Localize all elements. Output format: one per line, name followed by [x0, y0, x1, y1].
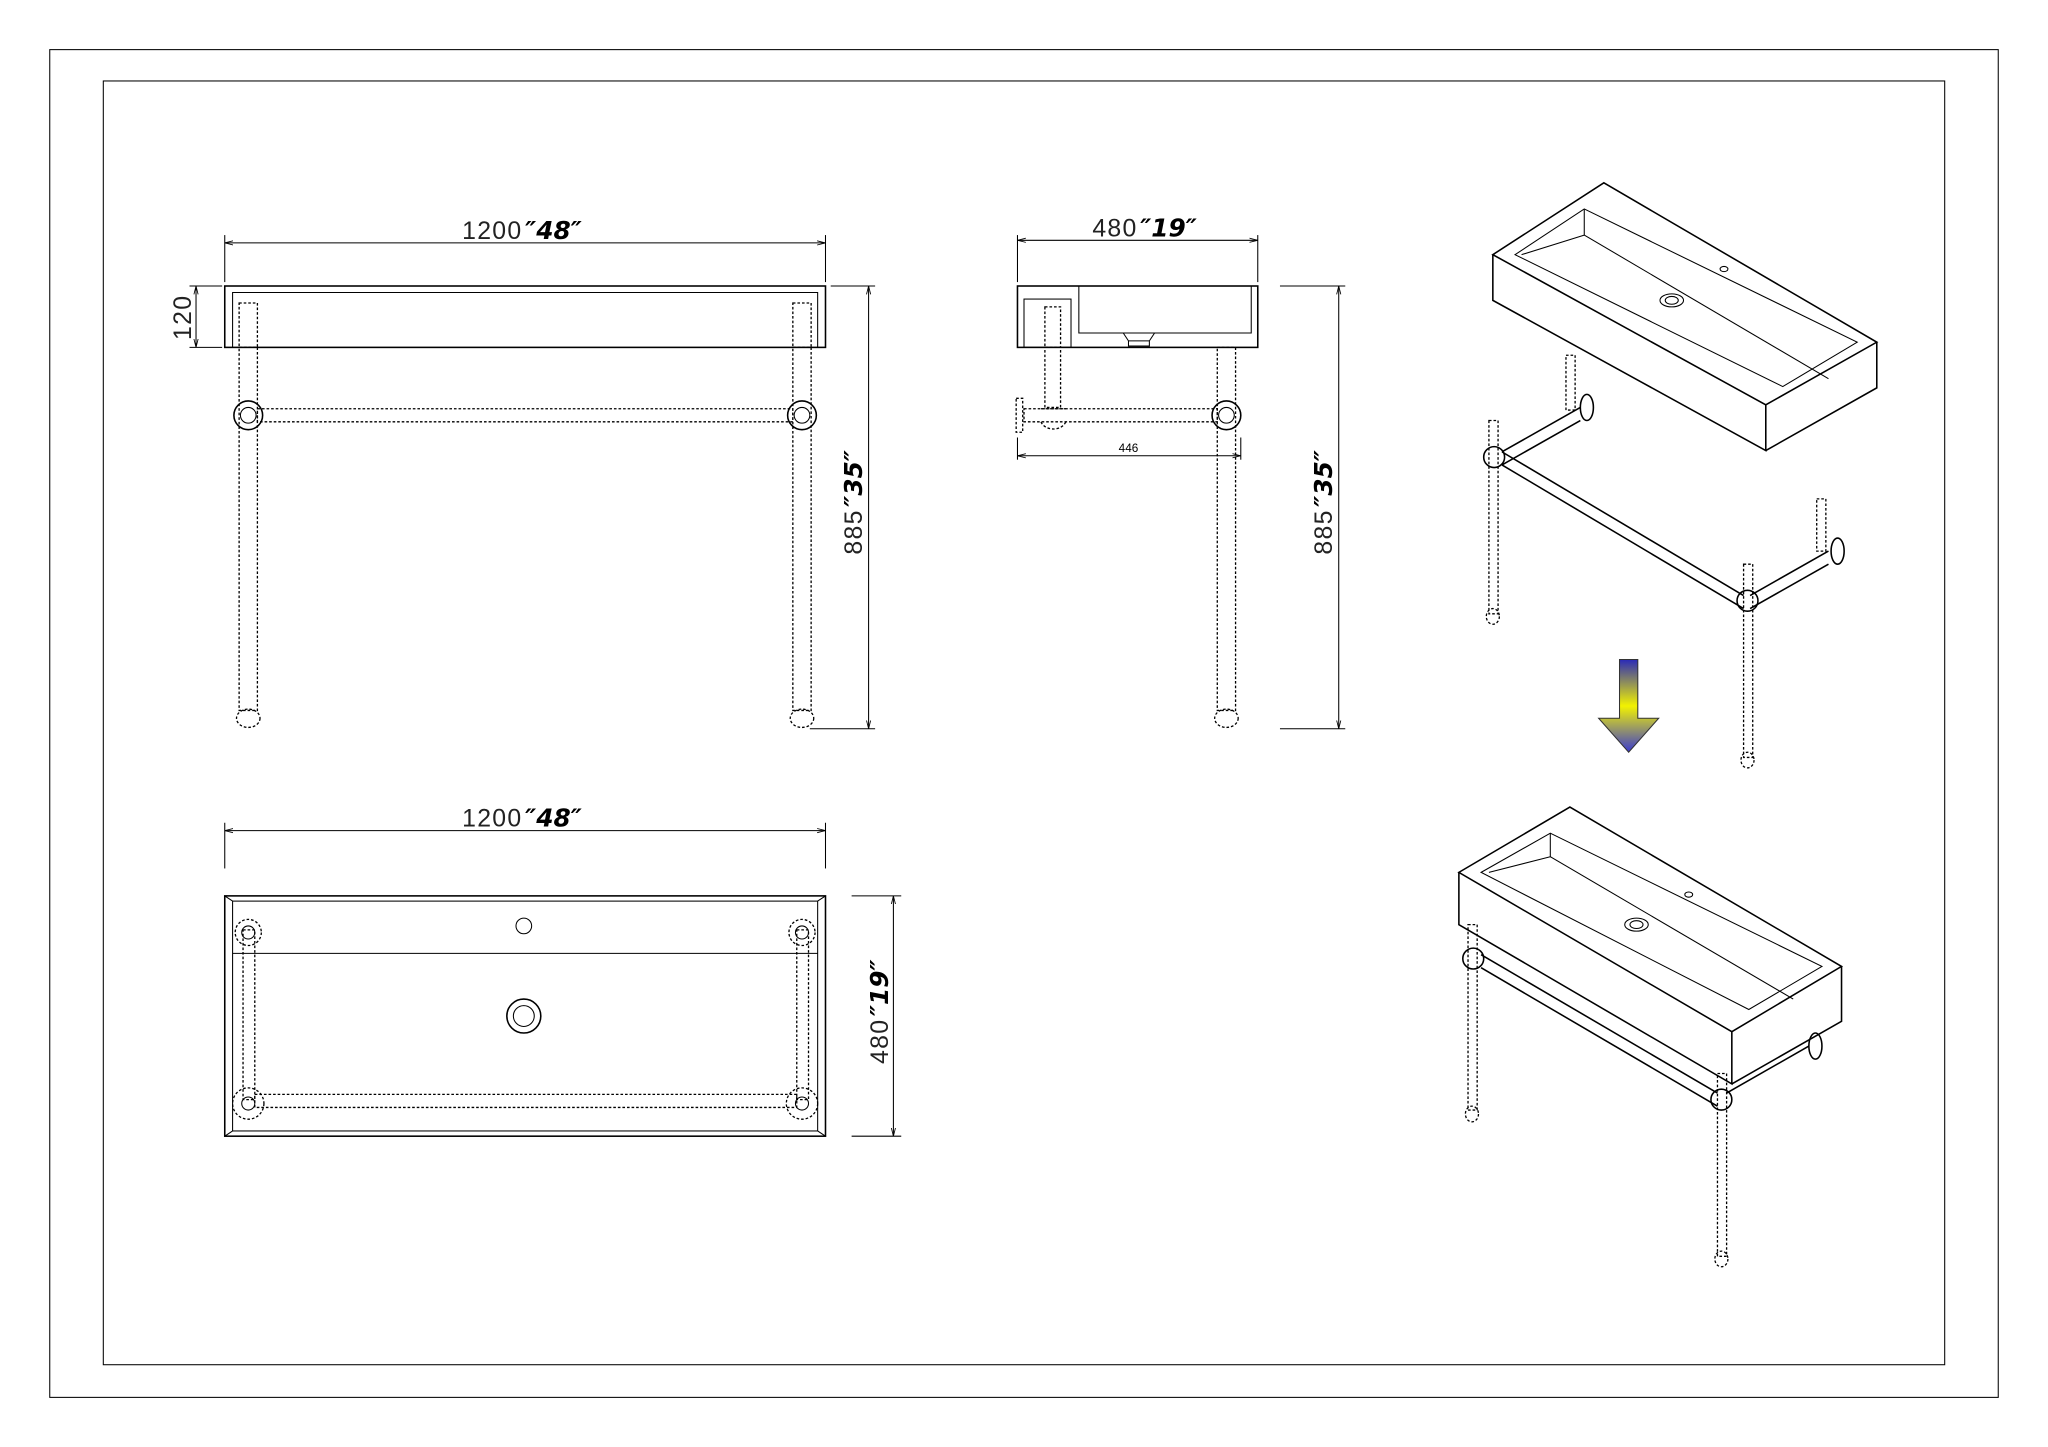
front-basin-height: 120 — [170, 295, 197, 340]
joint — [1211, 400, 1242, 431]
foot — [1214, 708, 1239, 729]
side-height-mm: 885 — [1311, 509, 1338, 554]
side-depth-mm: 480 — [1092, 215, 1137, 242]
top-depth-in: ″19″ — [865, 959, 894, 1016]
joint — [786, 400, 818, 431]
outer-border — [49, 49, 1999, 1398]
side-height-in: ″35″ — [1309, 450, 1338, 507]
stand-iso — [1482, 354, 1845, 769]
top-width-in: ″48″ — [525, 804, 582, 833]
front-width-in: ″48″ — [525, 216, 582, 245]
drain — [506, 998, 542, 1034]
basin-iso — [1491, 181, 1879, 452]
foot — [789, 708, 815, 729]
assembly-arrow-icon — [1597, 658, 1660, 754]
top-view: 1200 ″48″ 480 ″19″ — [223, 804, 902, 1137]
faucet-hole — [515, 917, 533, 935]
front-height-in: ″35″ — [839, 450, 868, 507]
top-width-mm: 1200 — [462, 806, 522, 833]
front-height-mm: 885 — [841, 509, 868, 554]
side-view: 480 ″19″ 446 885 ″35″ — [1015, 213, 1346, 730]
front-view: 1200 ″48″ 120 885 ″35″ — [170, 216, 876, 730]
top-depth-mm: 480 — [867, 1019, 894, 1064]
side-frame-depth: 446 — [1119, 442, 1139, 455]
joint — [233, 400, 264, 431]
inner-border — [102, 80, 1946, 1366]
isometric-exploded-view — [1482, 181, 1879, 769]
side-depth-in: ″19″ — [1140, 213, 1197, 242]
front-width-mm: 1200 — [462, 218, 522, 245]
isometric-assembled-view — [1457, 806, 1844, 1268]
foot — [235, 708, 261, 729]
